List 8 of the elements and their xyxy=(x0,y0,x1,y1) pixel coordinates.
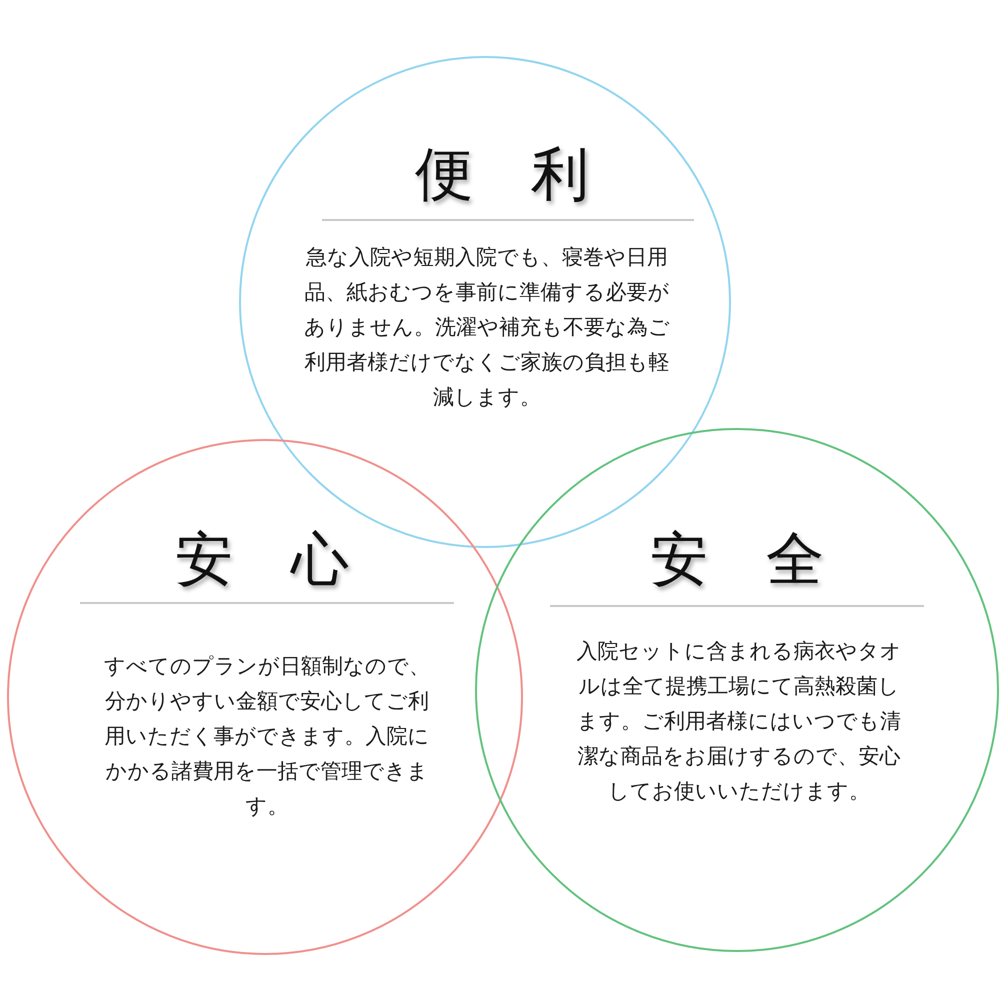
venn-circle xyxy=(7,439,523,955)
circle-title: 便 利 xyxy=(415,142,589,206)
description-text: 入院セットに含まれる病衣やタオルは全て提携工場にて高熱殺菌します。ご利用者様にはいつでも清潔な商品をお届けするので、安心してお使いいただけます。 xyxy=(576,638,902,805)
circle-title: 安 全 xyxy=(650,527,824,591)
description-text: すべてのプランが日額制なので、分かりやすい金額で安心してご利用いただく事ができます。入院にかかる諸費用を一括で管理できます。 xyxy=(103,653,431,820)
description-text: 急な入院や短期入院でも、寝巻や日用品、紙おむつを事前に準備する必要がありません。洗濯や補充も不要な為ご利用者様だけでなくご家族の負担も軽減します。 xyxy=(303,244,671,411)
circle-title: 安 心 xyxy=(175,527,349,591)
venn-circle xyxy=(475,428,999,952)
